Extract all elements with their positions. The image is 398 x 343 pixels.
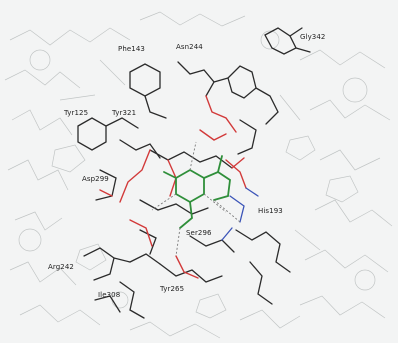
residue-label-gly342: Gly342 <box>300 33 326 41</box>
residue-label-ser296: Ser296 <box>186 229 212 237</box>
ligand <box>163 155 231 229</box>
residue-label-asn244: Asn244 <box>176 43 203 51</box>
protein-bonds <box>77 27 311 319</box>
residue-label-tyr321: Tyr321 <box>112 109 137 117</box>
residue-label-arg242: Arg242 <box>48 263 74 271</box>
residue-label-asp299: Asp299 <box>82 175 109 183</box>
surface-wireframe <box>4 11 393 339</box>
residue-label-tyr125: Tyr125 <box>64 109 89 117</box>
hydrogen-bonds <box>151 141 241 257</box>
oxygen-bonds <box>99 95 247 279</box>
residue-label-phe143: Phe143 <box>118 45 145 53</box>
residue-label-tyr265: Tyr265 <box>160 285 185 293</box>
residue-label-ile308: Ile308 <box>98 291 121 299</box>
nitrogen-bonds <box>221 187 259 241</box>
residue-label-his193: His193 <box>258 207 283 215</box>
